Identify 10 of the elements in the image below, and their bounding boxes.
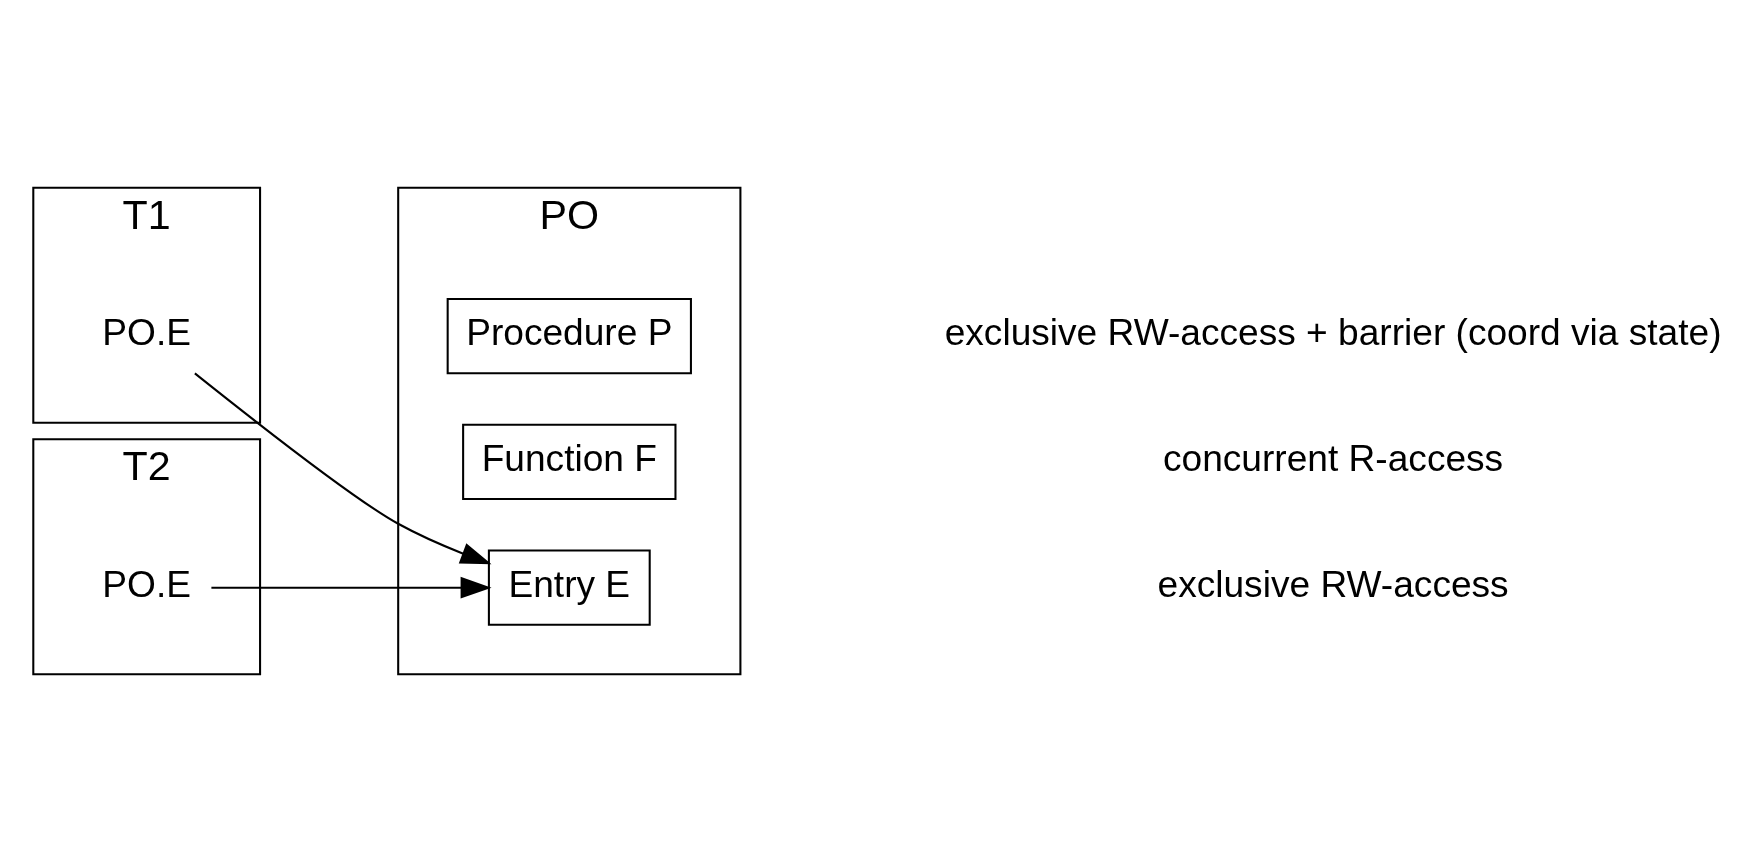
node-text: PO.E bbox=[102, 310, 192, 353]
node-box: Function F bbox=[462, 423, 677, 500]
label: exclusive RW-access + barrier (coord via state) bbox=[944, 310, 1722, 353]
arrow bbox=[211, 576, 492, 598]
label: concurrent R-access bbox=[1163, 436, 1504, 479]
node-text: PO.E bbox=[102, 562, 192, 605]
label: exclusive RW-access bbox=[1157, 562, 1509, 605]
node-box: Entry E bbox=[487, 549, 651, 626]
node-box: Procedure P bbox=[446, 297, 692, 374]
arrow bbox=[194, 372, 492, 564]
